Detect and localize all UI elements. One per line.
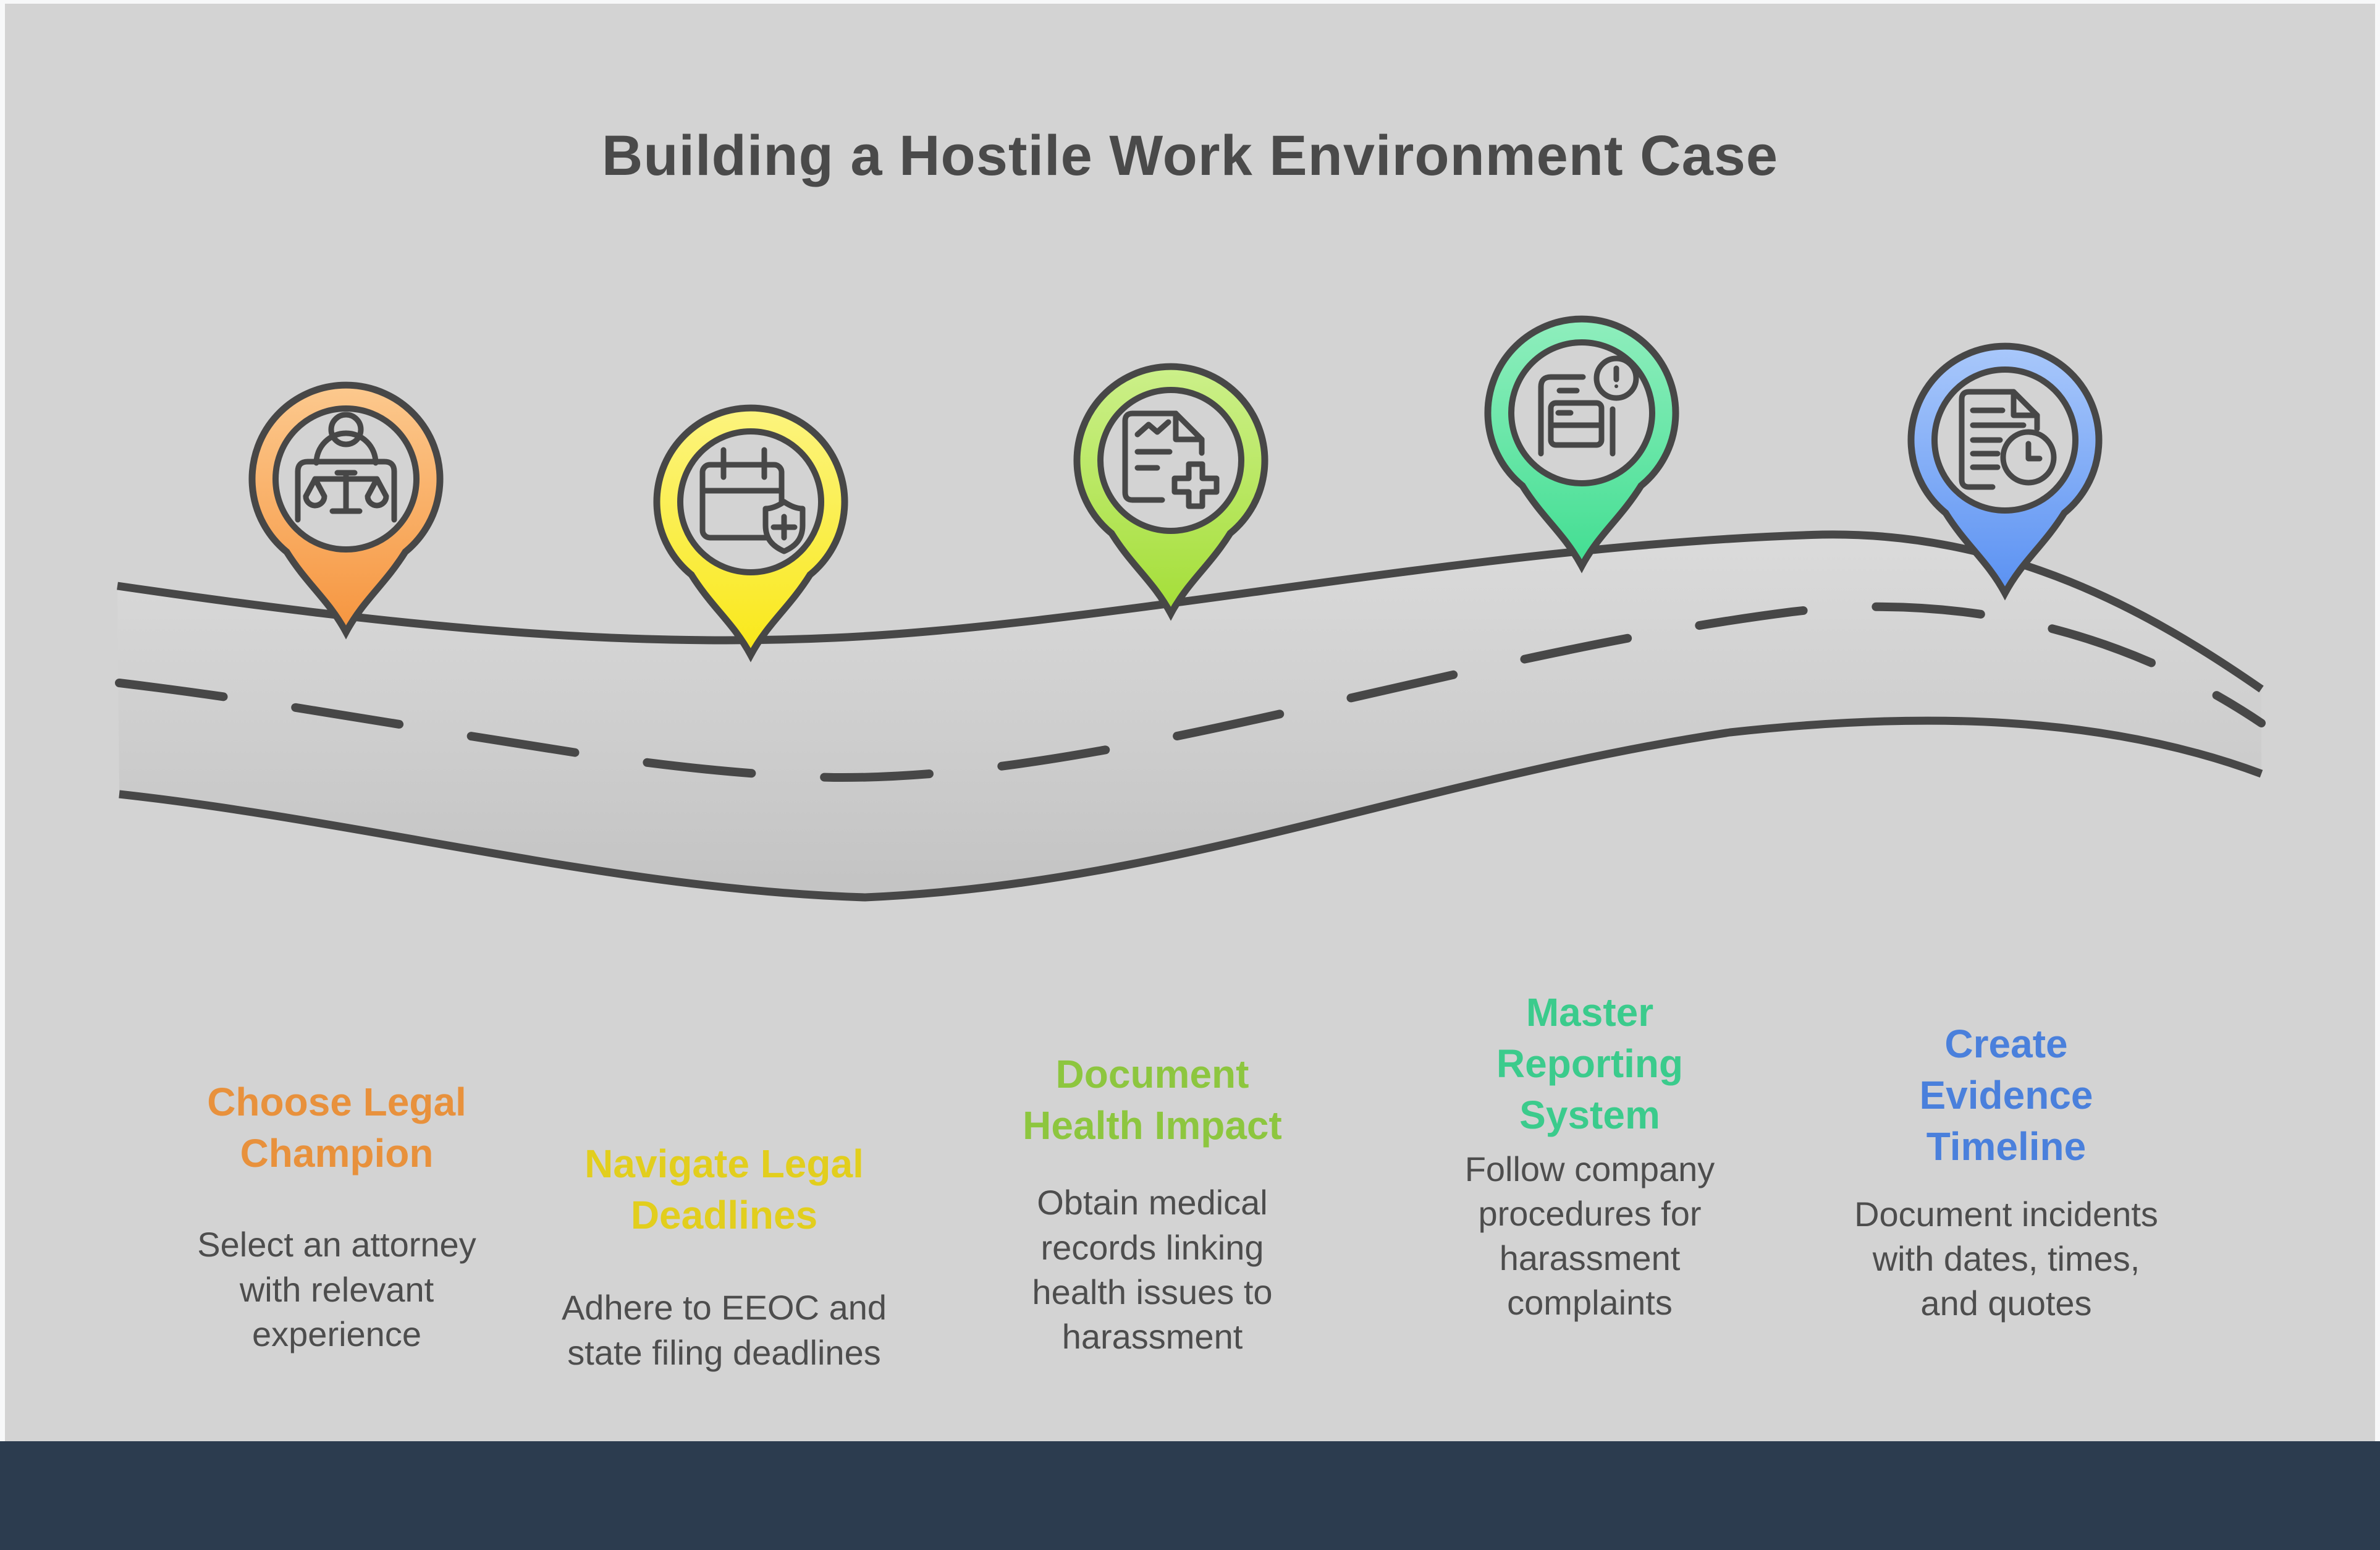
pin-choose-legal-champion [248, 381, 444, 640]
road-center-line [115, 602, 2266, 782]
step-description-choose-legal-champion: Select an attorney with relevant experie… [197, 1225, 476, 1353]
step-column-2: Navigate Legal Deadlines Adhere to EEOC … [508, 1138, 940, 1375]
step-column-4: Master Reporting System Follow company p… [1374, 987, 1806, 1326]
step-column-3: Document Health Impact Obtain medical re… [936, 1049, 1369, 1359]
step-description-document-health-impact: Obtain medical records linking health is… [1032, 1183, 1273, 1357]
step-description-master-reporting-system: Follow company procedures for harassment… [1464, 1149, 1715, 1323]
medical-report-icon [1122, 410, 1220, 509]
report-alert-icon [1538, 355, 1639, 457]
lawyer-scales-icon [295, 412, 397, 523]
pin-inner-circle [1097, 387, 1244, 534]
page-title: Building a Hostile Work Environment Case [601, 124, 1779, 187]
step-column-1: Choose Legal Champion Select an attorney… [120, 1077, 553, 1357]
calendar-shield-icon [699, 447, 806, 554]
pin-master-reporting-system [1484, 315, 1679, 574]
road [115, 530, 2266, 902]
step-title-create-evidence-timeline: Create Evidence Timeline [1919, 1022, 2093, 1169]
footer-bar [0, 1441, 2380, 1550]
step-description-navigate-legal-deadlines: Adhere to EEOC and state filing deadline… [561, 1288, 887, 1372]
pin-navigate-legal-deadlines [653, 404, 848, 663]
step-title-navigate-legal-deadlines: Navigate Legal Deadlines [584, 1141, 864, 1238]
step-title-document-health-impact: Document Health Impact [1023, 1052, 1282, 1148]
step-column-5: Create Evidence Timeline Document incide… [1790, 1019, 2222, 1326]
document-clock-icon [1959, 389, 2057, 490]
step-title-choose-legal-champion: Choose Legal Champion [207, 1080, 466, 1176]
step-title-master-reporting-system: Master Reporting System [1496, 990, 1684, 1138]
step-description-create-evidence-timeline: Document incidents with dates, times, an… [1854, 1194, 2158, 1323]
pin-create-evidence-timeline [1907, 342, 2103, 601]
pin-document-health-impact [1073, 363, 1268, 621]
road-edge-bottom [119, 716, 2263, 902]
